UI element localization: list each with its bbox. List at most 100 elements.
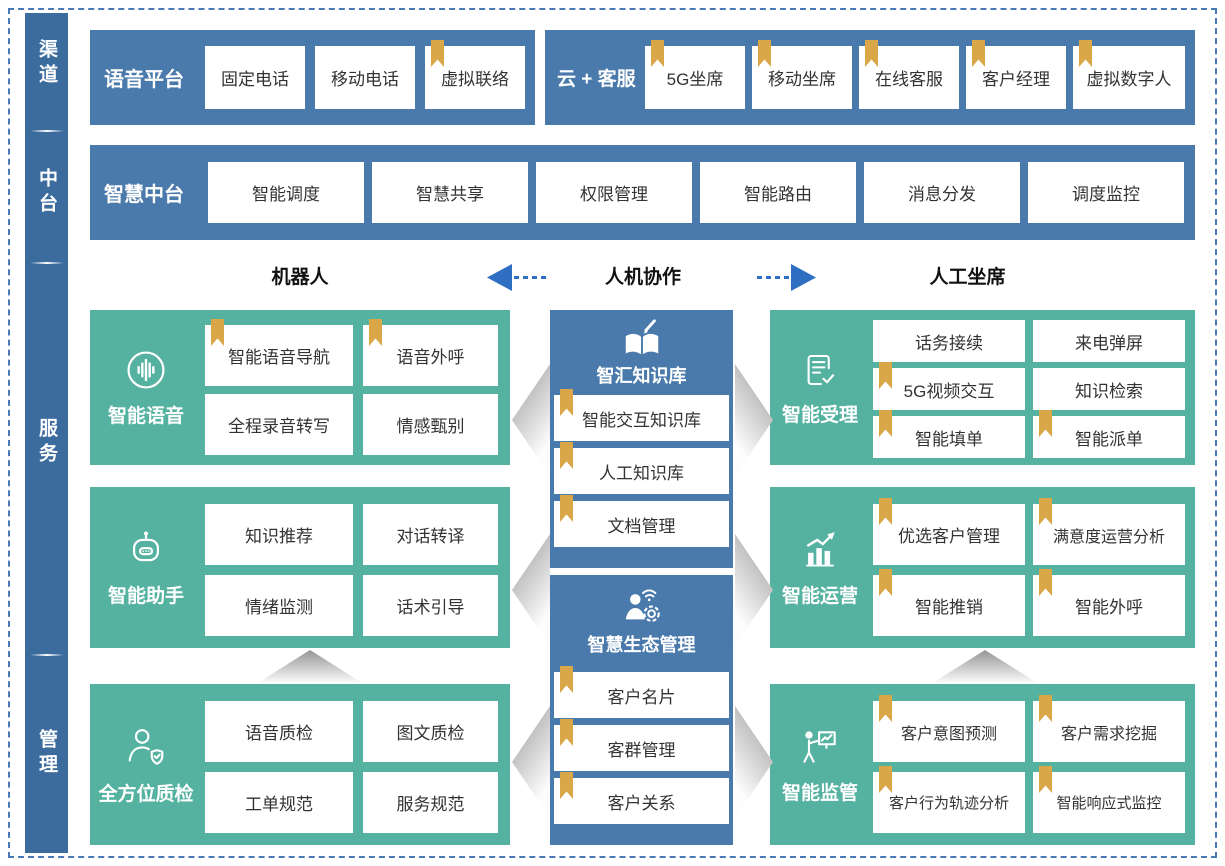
middle-platform-item-label: 智能调度 [252, 185, 320, 204]
feature-box: 话术引导 [363, 575, 498, 636]
feature-label: 满意度运营分析 [1052, 528, 1165, 546]
bookmark-icon [560, 442, 573, 469]
feature-box: 客户需求挖掘 [1033, 695, 1185, 762]
feature-box: 情感甄别 [363, 394, 498, 455]
bookmark-icon [431, 40, 444, 67]
channel-item-label: 5G坐席 [666, 70, 724, 89]
voice-wave-icon [124, 348, 168, 392]
channel-item: 固定电话 [205, 46, 305, 109]
feature-box: 客户行为轨迹分析 [873, 766, 1025, 833]
bookmark-icon [879, 766, 892, 793]
middle-platform-item: 智能路由 [700, 162, 856, 223]
arrow-dash-tail [757, 276, 789, 279]
bookmark-icon [879, 498, 892, 525]
bookmark-icon [1039, 695, 1052, 722]
quality-inspection-label: 全方位质检 [90, 684, 202, 845]
feature-label: 服务规范 [396, 795, 465, 814]
feature-box: 知识推荐 [205, 504, 353, 565]
human-agent-heading: 人工坐席 [929, 267, 1006, 288]
middle-platform-panel: 智慧中台 智能调度 智慧共享 权限管理 智能路由 消息分发 调度监控 [90, 145, 1195, 240]
cloud-service-title: 云 + 客服 [557, 69, 636, 90]
block-title: 智能运营 [781, 585, 858, 607]
bookmark-icon [1039, 498, 1052, 525]
knowledge-item-label: 智能交互知识库 [582, 410, 701, 430]
ecosystem-management-stack: 智慧生态管理 客户名片 客群管理 客户关系 [550, 575, 733, 845]
feature-box: 全程录音转写 [205, 394, 353, 455]
ecosystem-item-label: 客群管理 [607, 740, 676, 760]
feature-label: 智能推销 [915, 598, 983, 617]
bookmark-icon [758, 40, 771, 67]
quality-inspection-block: 全方位质检 语音质检 图文质检 工单规范 服务规范 [90, 684, 510, 845]
voice-platform-title: 语音平台 [104, 69, 184, 91]
channel-item: 移动电话 [315, 46, 415, 109]
feature-label: 5G视频交互 [903, 381, 995, 401]
flow-arrow-right-icon [735, 534, 773, 646]
middle-platform-item: 智能调度 [208, 162, 364, 223]
middle-platform-item-label: 调度监控 [1072, 185, 1140, 204]
smart-supervision-block: 智能监管 客户意图预测 客户需求挖掘 客户行为轨迹分析 智能响应式监控 [770, 684, 1195, 845]
feature-box: 服务规范 [363, 772, 498, 833]
feature-box: 智能派单 [1033, 410, 1185, 458]
cloud-service-panel: 云 + 客服 5G坐席 移动坐席 在线客服 客户经理 虚拟数字人 [545, 30, 1195, 125]
feature-box: 5G视频交互 [873, 362, 1025, 410]
bookmark-icon [1079, 40, 1092, 67]
stack-title: 智汇知识库 [596, 366, 687, 386]
feature-box: 满意度运营分析 [1033, 498, 1185, 565]
feature-label: 工单规范 [245, 795, 313, 814]
block-title: 智能助手 [107, 585, 184, 607]
sidebar: 渠道 中台 服务 管理 [25, 13, 68, 853]
ecosystem-item-label: 客户名片 [607, 687, 676, 707]
block-title: 智能受理 [781, 404, 858, 426]
smart-voice-block: 智能语音 智能语音导航 语音外呼 全程录音转写 情感甄别 [90, 310, 510, 465]
channel-item-label: 在线客服 [875, 70, 943, 89]
feature-label: 优选客户管理 [898, 527, 1000, 546]
sidebar-item-channel: 渠道 [36, 39, 57, 89]
feature-label: 智能填单 [915, 429, 983, 449]
knowledge-book-icon [619, 318, 665, 360]
feature-box: 智能语音导航 [205, 319, 353, 386]
bookmark-icon [865, 40, 878, 67]
sidebar-item-middle: 中台 [36, 168, 57, 218]
supervision-board-icon [798, 725, 842, 769]
smart-assistant-label: 智能助手 [90, 487, 202, 648]
robot-section-heading: 机器人 [271, 267, 329, 288]
feature-label: 话术引导 [396, 598, 465, 617]
knowledge-base-header: 智汇知识库 [550, 310, 733, 388]
feature-box: 客户意图预测 [873, 695, 1025, 762]
ecosystem-item: 客户名片 [554, 666, 729, 718]
feature-label: 智能响应式监控 [1056, 795, 1162, 812]
feature-label: 智能外呼 [1075, 598, 1143, 617]
knowledge-item: 文档管理 [554, 495, 729, 547]
sidebar-divider [30, 654, 63, 656]
knowledge-base-stack: 智汇知识库 智能交互知识库 人工知识库 文档管理 [550, 310, 733, 568]
feature-label: 图文质检 [396, 724, 465, 743]
feature-box: 对话转译 [363, 504, 498, 565]
bookmark-icon [211, 319, 224, 346]
quality-inspector-icon [123, 724, 169, 770]
flow-arrow-left-icon [512, 706, 550, 818]
knowledge-item: 智能交互知识库 [554, 389, 729, 441]
flow-arrow-left-icon [512, 534, 550, 646]
middle-platform-item-label: 智能路由 [744, 185, 812, 204]
middle-platform-item-label: 智慧共享 [416, 185, 484, 204]
feature-label: 全程录音转写 [228, 417, 330, 436]
bookmark-icon [879, 569, 892, 596]
flow-arrow-up-icon [256, 650, 364, 684]
feature-box: 话务接续 [873, 320, 1025, 362]
knowledge-item: 人工知识库 [554, 442, 729, 494]
feature-label: 对话转译 [396, 527, 465, 546]
feature-label: 情感甄别 [396, 417, 465, 436]
sidebar-divider [30, 130, 63, 132]
feature-label: 知识推荐 [245, 527, 313, 546]
bookmark-icon [560, 772, 573, 799]
sidebar-item-management: 管理 [36, 729, 57, 779]
block-title: 全方位质检 [98, 783, 194, 805]
bookmark-icon [560, 666, 573, 693]
smart-assistant-block: 智能助手 知识推荐 对话转译 情绪监测 话术引导 [90, 487, 510, 648]
sidebar-item-service: 服务 [36, 418, 57, 468]
channel-item: 移动坐席 [752, 40, 852, 109]
chart-growth-icon [798, 528, 842, 572]
flow-arrow-left-icon [512, 364, 550, 476]
feature-label: 话务接续 [915, 333, 983, 353]
smart-supervision-label: 智能监管 [770, 684, 870, 845]
